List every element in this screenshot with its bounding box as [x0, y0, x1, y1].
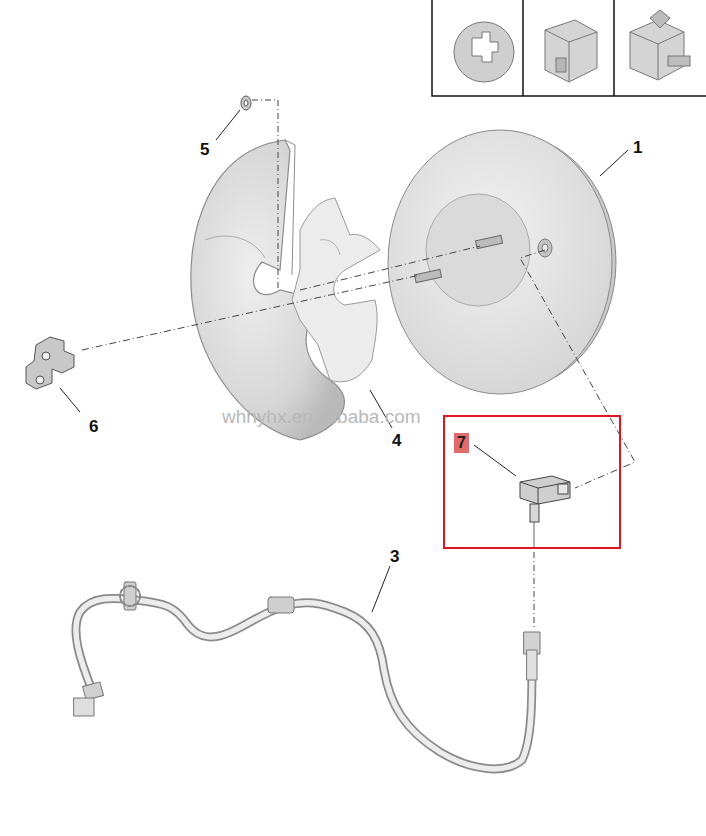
watermark: whhyhx.en.alibaba.com [222, 407, 421, 426]
highlight-box: 7 [443, 415, 621, 549]
brake-drum [388, 130, 616, 394]
inset-panel [432, 0, 706, 96]
inset-clip [545, 20, 597, 82]
brake-pipe [74, 582, 540, 769]
bracket [26, 337, 74, 389]
assembly-line [252, 100, 278, 290]
sensor [520, 476, 570, 628]
back-plate [292, 198, 380, 382]
callout-number: 7 [454, 433, 469, 453]
callout-number: 5 [200, 141, 209, 158]
callout-number: 6 [89, 418, 98, 435]
inset-clip [630, 10, 690, 80]
assembly-line [82, 246, 635, 488]
callout-number: 4 [392, 432, 401, 449]
washer [241, 96, 251, 110]
callout-number: 3 [390, 548, 399, 565]
callout-number: 1 [633, 139, 642, 156]
leader-line [60, 110, 628, 612]
inset-washer [454, 22, 514, 82]
